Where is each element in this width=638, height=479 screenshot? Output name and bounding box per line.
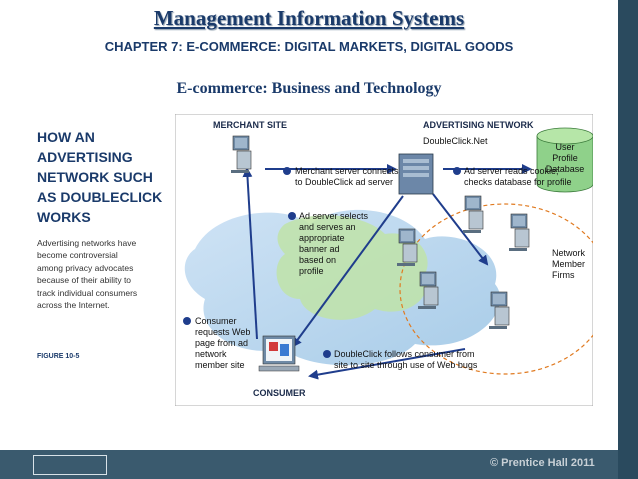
step-text: site to site through use of Web bugs [334, 360, 478, 370]
doubleclick-server-icon [398, 153, 434, 195]
caption-line: among privacy advocates [37, 262, 134, 273]
consumer-computer-icon [258, 335, 300, 372]
caption-line: across the Internet. [37, 300, 110, 311]
section-title: E-commerce: Business and Technology [176, 80, 442, 97]
step-text: DoubleClick follows consumer from [334, 349, 475, 359]
database-label-line: Database [546, 164, 585, 174]
ad-network-cloud [276, 215, 428, 320]
advertising-network-diagram: MERCHANT SITE ADVERTISING NETWORK Double… [175, 114, 593, 406]
copyright: © Prentice Hall 2011 [490, 457, 595, 469]
doubleclick-label: DoubleClick.Net [423, 136, 488, 146]
step-text: requests Web [195, 327, 250, 337]
step-bullet [323, 350, 331, 358]
step-text: Consumer [195, 316, 237, 326]
step-text: Ad server reads cookie; [464, 166, 559, 176]
heading-line: ADVERTISING [37, 149, 133, 165]
step-text: checks database for profile [464, 177, 572, 187]
database-label-line: User [555, 142, 574, 152]
caption-line: become controversial [37, 250, 118, 261]
step-text: to DoubleClick ad server [295, 177, 393, 187]
step-text: banner ad [299, 244, 340, 254]
network-member-label-line: Network [552, 248, 586, 258]
merchant-site-heading: MERCHANT SITE [213, 120, 287, 130]
figure-caption: Advertising networks have become controv… [37, 237, 155, 311]
heading-line: WORKS [37, 209, 91, 225]
heading-line: AS DOUBLECLICK [37, 189, 163, 205]
figure-heading: HOW AN ADVERTISING NETWORK SUCH AS DOUBL… [37, 127, 167, 227]
network-member-boundary [399, 203, 593, 375]
database-label-line: Profile [552, 153, 578, 163]
step-bullet [183, 317, 191, 325]
footer-box [33, 455, 107, 475]
step-text: profile [299, 266, 324, 276]
consumer-heading: CONSUMER [253, 388, 306, 398]
arrow-adserver-to-member [432, 193, 489, 266]
database-icon [536, 127, 593, 193]
advertising-network-heading: ADVERTISING NETWORK [423, 120, 534, 130]
caption-line: because of their ability to [37, 275, 132, 286]
arrow-adserver-to-consumer [291, 195, 404, 348]
heading-line: HOW AN [37, 129, 95, 145]
chapter-title: CHAPTER 7: E-COMMERCE: DIGITAL MARKETS, … [104, 39, 514, 54]
network-member-label-line: Firms [552, 270, 575, 280]
step-text: appropriate [299, 233, 345, 243]
step-text: member site [195, 360, 245, 370]
figure-label: FIGURE 10-5 [37, 353, 80, 360]
right-edge-bar [618, 0, 638, 479]
arrow-follows-consumer [308, 348, 466, 380]
network-member-label-line: Member [552, 259, 585, 269]
page-title: Management Information Systems [153, 6, 465, 30]
arrow-consumer-to-merchant [242, 167, 258, 340]
step-text: and serves an [299, 222, 356, 232]
heading-line: NETWORK SUCH [37, 169, 153, 185]
step-text: based on [299, 255, 336, 265]
step-text: page from ad [195, 338, 248, 348]
step-text: Merchant server connects [295, 166, 399, 176]
step-bullet [453, 167, 461, 175]
step-bullet [288, 212, 296, 220]
caption-line: track individual consumers [37, 287, 138, 298]
step-text: Ad server selects [299, 211, 369, 221]
caption-line: Advertising networks have [37, 238, 137, 248]
step-bullet [283, 167, 291, 175]
step-text: network [195, 349, 227, 359]
